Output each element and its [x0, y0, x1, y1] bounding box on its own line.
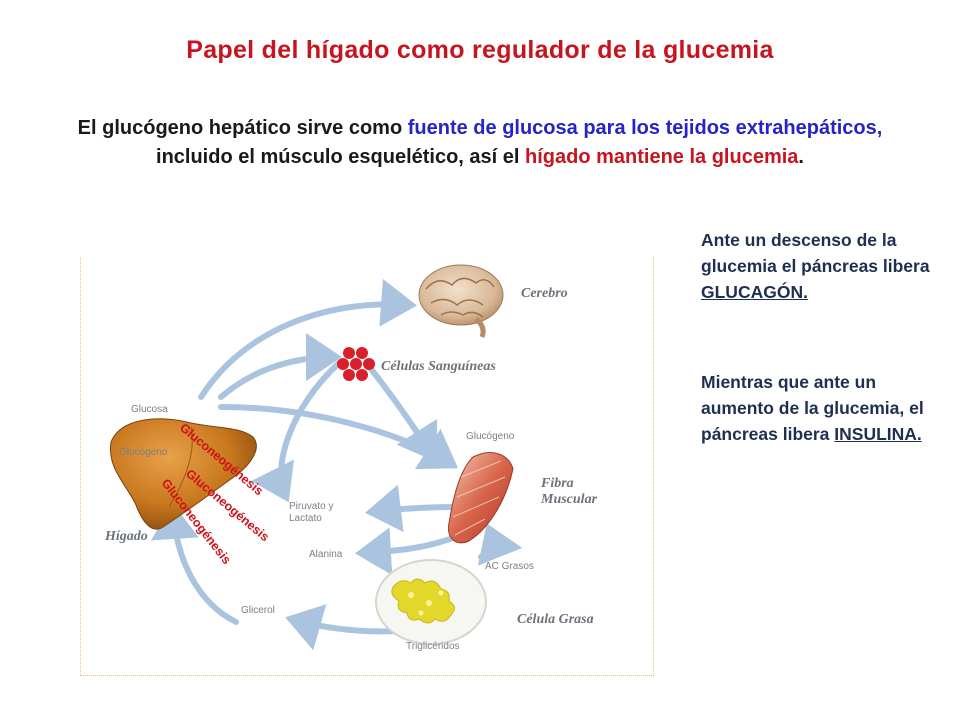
- label-cerebro: Cerebro: [521, 286, 568, 301]
- label-celulas-sanguineas: Células Sanguíneas: [381, 359, 496, 374]
- brain-icon: [418, 264, 504, 338]
- label-alanina: Alanina: [309, 549, 343, 560]
- glucagon-note: Ante un descenso de la glucemia el páncr…: [701, 227, 931, 305]
- label-glucosa: Glucosa: [131, 404, 168, 415]
- insulin-hormone: INSULINA.: [834, 424, 922, 444]
- page-title: Papel del hígado como regulador de la gl…: [186, 36, 774, 64]
- arrow-muscle-to-alanine: [355, 527, 464, 576]
- arrow-liver-to-blood-cells: [218, 333, 342, 400]
- label-higado: Hígado: [104, 529, 148, 544]
- arrow-fat-to-muscle: [477, 523, 523, 566]
- muscle-fiber-icon: [447, 452, 514, 544]
- label-glucogeno-muscle: Glucógeno: [466, 431, 515, 442]
- arrow-blood-cells-to-pyruvate: [251, 360, 342, 503]
- liver-icon: [110, 418, 257, 530]
- label-fibra: Fibra: [540, 476, 574, 491]
- intro-highlight-blue: fuente de glucosa para los tejidos extra…: [407, 117, 883, 139]
- intro-text-3: .: [798, 146, 804, 168]
- glucagon-note-text: Ante un descenso de la glucemia el páncr…: [701, 230, 930, 276]
- label-trigliceridos: Triglicéridos: [406, 641, 460, 652]
- label-lactato: Lactato: [289, 513, 322, 524]
- arrow-muscle-to-pyruvate: [365, 484, 459, 533]
- insulin-note: Mientras que ante un aumento de la gluce…: [701, 369, 931, 447]
- arrow-liver-to-brain: [198, 278, 417, 400]
- intro-highlight-red: hígado mantiene la glucemia: [525, 146, 799, 168]
- glucose-metabolism-diagram: Cerebro Células Sanguíneas Glucosa Glucó…: [80, 257, 654, 676]
- intro-text-1: El glucógeno hepático sirve como: [77, 117, 408, 139]
- label-ac-grasos: AC Grasos: [485, 561, 534, 572]
- label-piruvato: Piruvato y: [289, 501, 333, 512]
- arrow-blood-cells-to-muscle: [368, 366, 438, 463]
- intro-paragraph: El glucógeno hepático sirve como fuente …: [70, 114, 890, 172]
- label-celula-grasa: Célula Grasa: [517, 612, 594, 627]
- intro-text-2: incluido el músculo esquelético, así el: [156, 146, 526, 168]
- glucagon-hormone: GLUCAGÓN.: [701, 282, 808, 302]
- label-muscular: Muscular: [540, 492, 598, 507]
- arrow-glycerol-to-liver: [150, 503, 239, 625]
- blood-cells-icon: [337, 347, 375, 381]
- diagram-svg: Cerebro Células Sanguíneas Glucosa Glucó…: [104, 264, 598, 652]
- label-glicerol: Glicerol: [241, 605, 275, 616]
- label-glucogeno-liver: Glucógeno: [119, 447, 168, 458]
- fat-cell-icon: [375, 559, 487, 645]
- insulin-note-text: Mientras que ante un aumento de la gluce…: [701, 372, 924, 444]
